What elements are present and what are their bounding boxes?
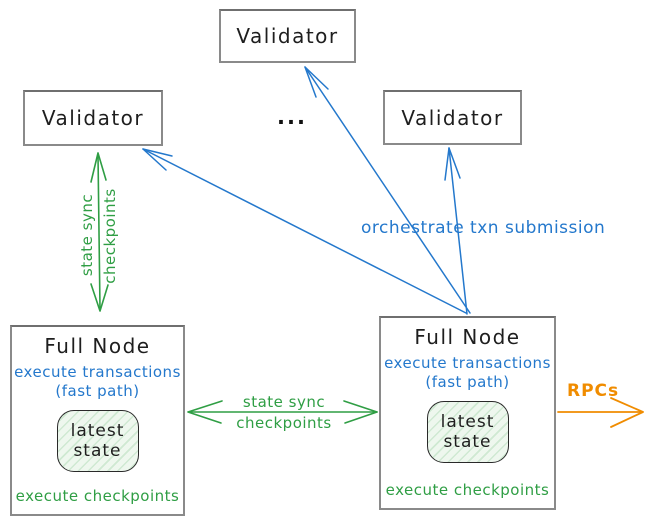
fullnode-left-fast-path: (fast path) xyxy=(55,382,140,400)
fullnode-left-title: Full Node xyxy=(44,334,151,358)
rpcs-label: RPCs xyxy=(567,381,620,401)
fullnode-left-latest-state-box: latest state xyxy=(56,410,139,472)
state-sync-horizontal-label-line2: checkpoints xyxy=(236,414,332,432)
latest-state-line2: state xyxy=(443,432,492,452)
fullnode-right-exec-transactions: execute transactions xyxy=(384,354,551,372)
orchestrate-txn-submission-label: orchestrate txn submission xyxy=(361,218,606,238)
validator-right-label: Validator xyxy=(401,105,504,130)
fullnode-left-exec-checkpoints: execute checkpoints xyxy=(15,487,180,505)
fullnode-right-fast-path: (fast path) xyxy=(425,373,510,391)
validator-right-box: Validator xyxy=(383,90,522,145)
fullnode-right-exec-checkpoints: execute checkpoints xyxy=(385,481,550,499)
validator-left-box: Validator xyxy=(23,90,163,146)
fullnode-left-exec-transactions: execute transactions xyxy=(14,363,181,381)
state-sync-vertical-label-line2: checkpoints xyxy=(101,188,119,284)
fullnode-left-box: Full Node execute transactions (fast pat… xyxy=(10,325,185,516)
validators-ellipsis: ... xyxy=(277,105,307,129)
validator-top-box: Validator xyxy=(219,9,356,63)
validator-top-label: Validator xyxy=(236,24,339,48)
latest-state-line1: latest xyxy=(70,421,125,441)
edge-rpcs-arrow xyxy=(557,397,644,428)
fullnode-right-title: Full Node xyxy=(414,325,521,349)
validator-left-label: Validator xyxy=(41,106,145,130)
latest-state-line2: state xyxy=(73,441,122,461)
fullnode-right-box: Full Node execute transactions (fast pat… xyxy=(379,316,556,510)
latest-state-line1: latest xyxy=(440,412,495,432)
state-sync-vertical-label-line1: state sync xyxy=(78,193,96,277)
state-sync-horizontal-label-line1: state sync xyxy=(242,393,326,411)
fullnode-right-latest-state-box: latest state xyxy=(426,401,509,463)
